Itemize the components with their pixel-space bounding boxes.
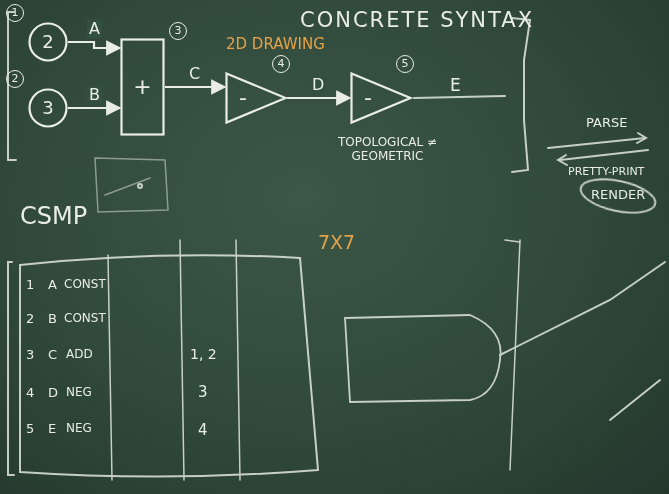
arrow-label: RENDER xyxy=(591,188,645,203)
box-outline xyxy=(122,40,164,135)
table-cell: A xyxy=(48,278,57,293)
wire-connector xyxy=(287,97,350,99)
callout-number: 1 xyxy=(6,4,24,22)
callout-number: 5 xyxy=(396,55,414,73)
node-text: 3 xyxy=(42,99,53,117)
node-outline xyxy=(225,72,287,124)
note-text: TOPOLOGICAL ≠ GEOMETRIC xyxy=(325,136,450,164)
drawing-note: 2D DRAWING xyxy=(226,36,325,53)
table-cell: 1 xyxy=(26,278,34,293)
table-cell: D xyxy=(48,386,58,401)
grid-note: 7X7 xyxy=(318,232,355,254)
node-text: - xyxy=(239,87,247,109)
node-outline xyxy=(350,72,412,124)
table-cell: B xyxy=(48,312,57,327)
table-cell: CONST xyxy=(64,278,106,292)
signal-name: B xyxy=(87,86,102,104)
wire-connector xyxy=(165,86,225,88)
arrow-label: PRETTY-PRINT xyxy=(568,166,644,179)
table-cell: 1, 2 xyxy=(190,346,217,362)
table-cell: 3 xyxy=(26,348,34,363)
negator-triangle: - xyxy=(225,72,287,124)
circle-outline xyxy=(30,90,67,127)
callout-number: 3 xyxy=(169,22,187,40)
signal-name: E xyxy=(450,76,461,96)
table-cell: C xyxy=(48,348,57,363)
table-cell: CONST xyxy=(64,312,106,326)
table-cell: 2 xyxy=(26,312,34,327)
negator-triangle: - xyxy=(350,72,412,124)
table-cell: NEG xyxy=(66,422,92,436)
section-title: CSMP xyxy=(20,203,87,231)
signal-name: C xyxy=(187,65,202,83)
table-cell: 5 xyxy=(26,422,34,437)
table-cell: E xyxy=(48,422,56,437)
table-cell: 4 xyxy=(198,422,208,439)
circle-outline xyxy=(30,24,67,61)
board-title: CONCRETE SYNTAX xyxy=(300,8,534,32)
table-cell: 3 xyxy=(198,384,208,401)
wire-connector xyxy=(68,107,120,109)
node-text: - xyxy=(364,87,372,109)
triangle-outline xyxy=(352,74,411,123)
wire-connector xyxy=(68,42,120,48)
table-cell: NEG xyxy=(66,386,92,400)
arrow-label: PARSE xyxy=(586,116,627,131)
node-text: 2 xyxy=(42,33,53,51)
signal-name: A xyxy=(87,20,102,38)
constant-circle: 3 xyxy=(28,88,68,128)
signal-name: D xyxy=(310,76,326,94)
node-text: + xyxy=(133,76,151,98)
callout-number: 4 xyxy=(272,55,290,73)
triangle-outline xyxy=(227,74,286,123)
callout-number: 2 xyxy=(6,70,24,88)
table-cell: 4 xyxy=(26,386,34,401)
table-cell: ADD xyxy=(66,348,93,362)
constant-circle: 2 xyxy=(28,22,68,62)
adder-box: + xyxy=(120,38,165,136)
